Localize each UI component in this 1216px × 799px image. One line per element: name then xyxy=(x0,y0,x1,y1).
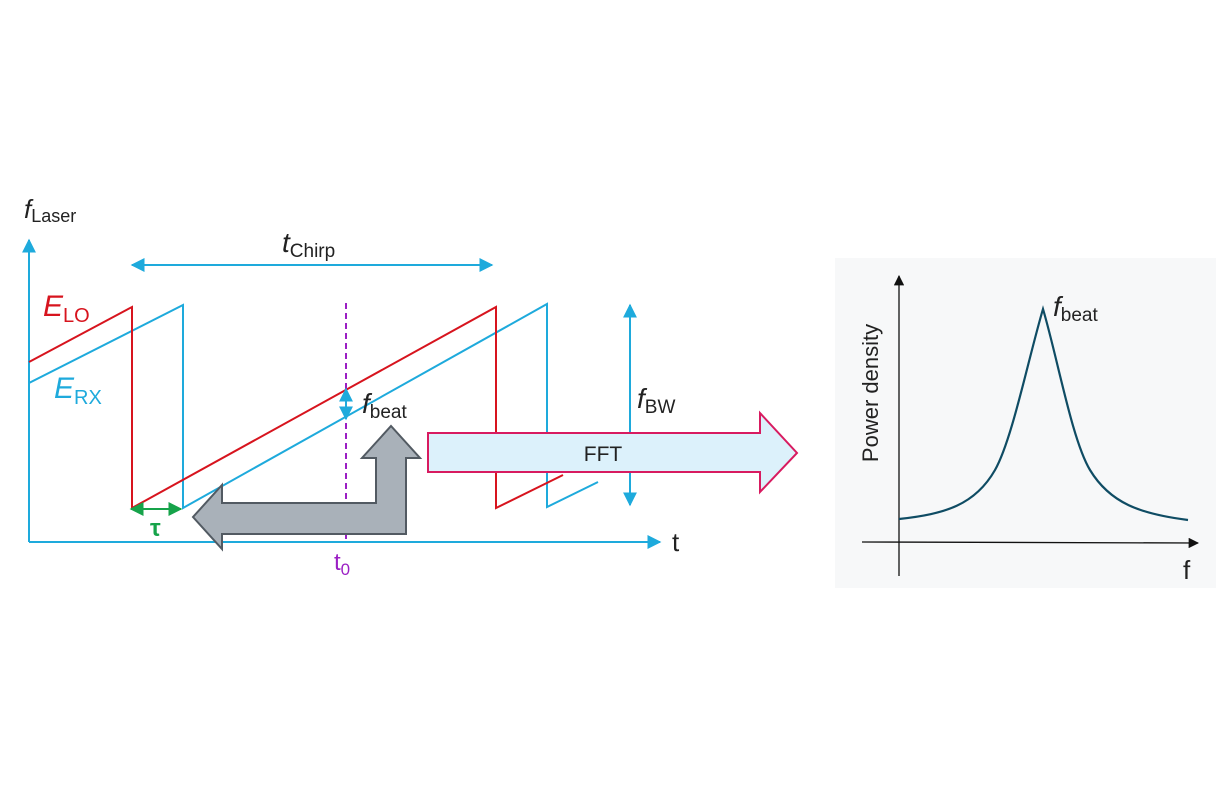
chirp-period-label: tChirp xyxy=(282,227,335,262)
fft-arrow xyxy=(427,410,799,495)
beat-label: fbeat xyxy=(362,388,407,423)
spectrum-curve xyxy=(898,305,1189,522)
lo-signal-label: ELO xyxy=(43,290,90,327)
bandwidth-label: fBW xyxy=(637,383,675,418)
spectrum-x-axis-label: f xyxy=(1183,555,1191,585)
gray-process-arrow xyxy=(191,424,423,552)
lo-signal-line xyxy=(28,305,564,510)
x-axis-label: t xyxy=(672,527,680,557)
spectrum-peak-label: fbeat xyxy=(1053,291,1098,326)
t0-label: t0 xyxy=(334,549,350,579)
spectrum-x-axis xyxy=(861,537,1200,549)
y-axis-label: fLaser xyxy=(24,194,76,226)
rx-signal-label: ERX xyxy=(54,372,102,409)
spectrum-background xyxy=(835,258,1216,588)
rx-signal-line xyxy=(28,302,599,510)
spectrum-y-axis-label: Power density xyxy=(858,324,883,462)
delay-label: τ xyxy=(150,515,161,542)
fft-label: FFT xyxy=(584,443,623,466)
